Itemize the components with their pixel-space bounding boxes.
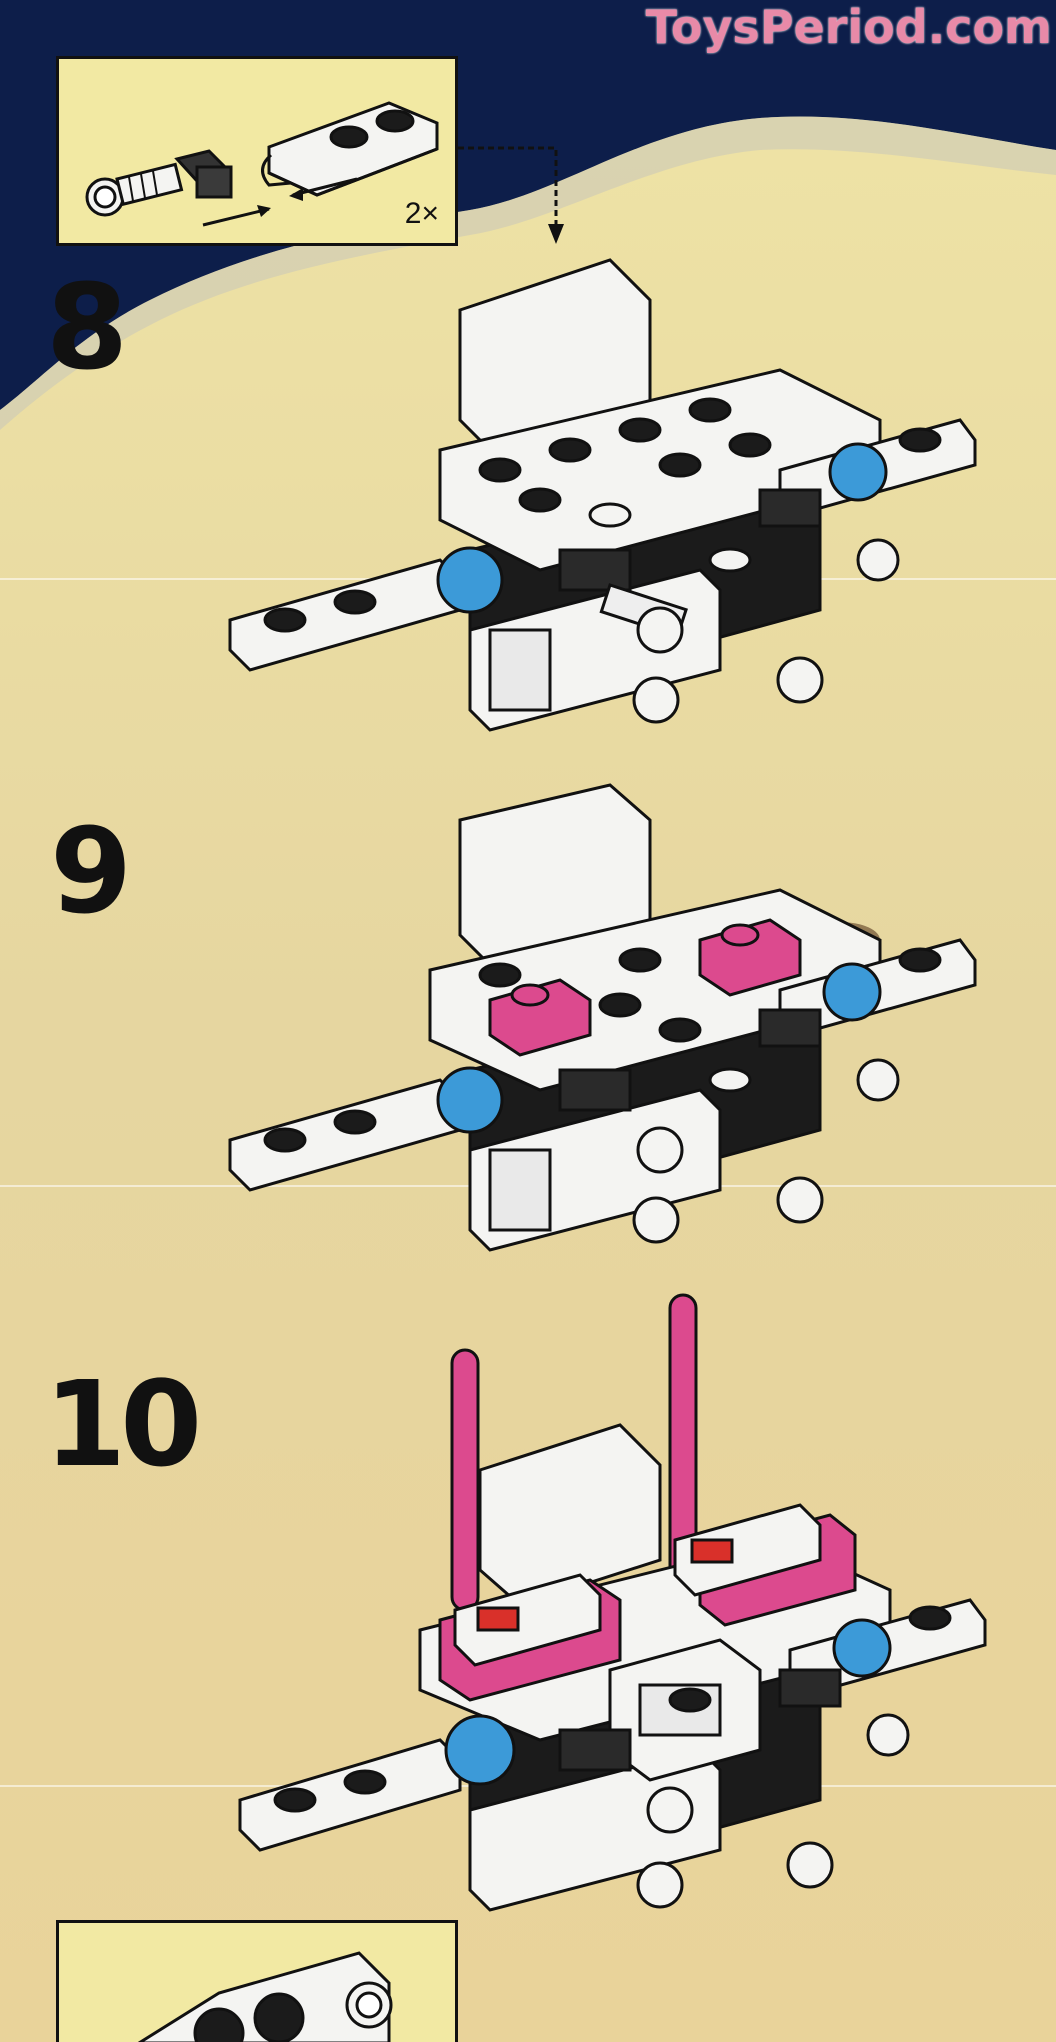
watermark: ToysPeriod.com (645, 0, 1052, 54)
hinge-part-illustration (137, 1951, 393, 2042)
model-step-8 (228, 258, 977, 732)
model-step-9 (228, 783, 977, 1252)
step-number: 8 (46, 258, 128, 396)
parts-callout: 2× (56, 56, 458, 246)
hinge-parts-illustration (85, 101, 439, 227)
arrow-icon (202, 177, 358, 227)
parts-callout-bottom (56, 1920, 458, 2042)
white-plate-part-icon (261, 101, 439, 197)
step-number: 10 (44, 1355, 202, 1493)
step-number: 9 (50, 802, 132, 940)
black-hinge-part-icon (85, 149, 233, 217)
callout-connector-arrow (458, 146, 564, 244)
model-step-10 (238, 1293, 987, 1912)
part-count: 2× (404, 197, 439, 230)
